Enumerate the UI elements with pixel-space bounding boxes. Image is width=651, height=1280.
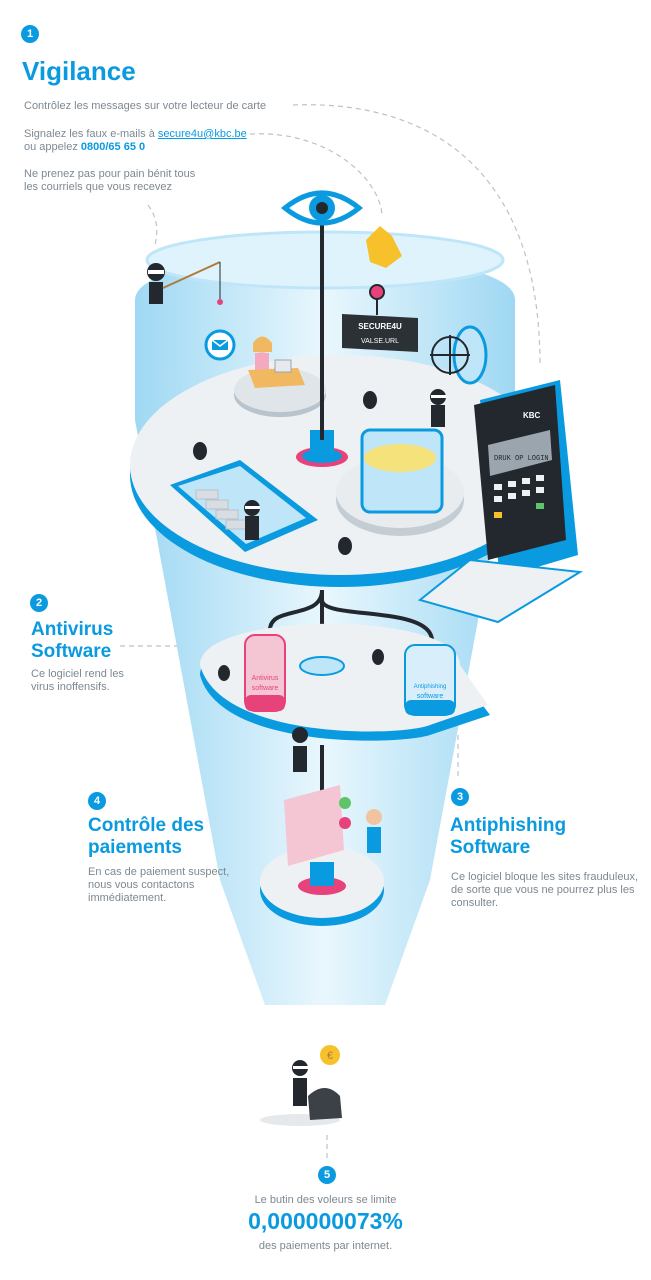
or-call-text: ou appelez [24, 141, 78, 153]
step-5-badge: 5 [318, 1166, 336, 1184]
antiphishing-desc-3: consulter. [451, 897, 499, 909]
step-3-badge: 3 [451, 788, 469, 806]
vigilance-title: Vigilance [22, 56, 136, 86]
antivirus-title-2: Software [31, 641, 112, 662]
woman-at-desk [248, 336, 305, 388]
vigilance-report: Signalez les faux e-mails à secure4u@kbc… [24, 128, 247, 141]
lower-platform [260, 785, 384, 926]
payment-title-2: paiements [88, 837, 182, 858]
secure4u-sign: SECURE4U VALSE.URL [342, 284, 418, 352]
payment-desc-3: immédiatement. [88, 892, 167, 904]
svg-text:VALSE.URL: VALSE.URL [361, 338, 399, 345]
phone-number: 0800/65 65 0 [80, 141, 146, 153]
svg-text:DRUK OP LOGIN: DRUK OP LOGIN [494, 455, 549, 463]
report-prefix: Signalez les faux e-mails à [24, 128, 155, 140]
step-2-badge: 2 [30, 594, 48, 612]
antiphishing-title-1: Antiphishing [450, 815, 567, 836]
antiphishing-desc-1: Ce logiciel bloque les sites frauduleux, [451, 871, 639, 883]
step-1-badge: 1 [21, 25, 39, 43]
thief-fishing [147, 261, 223, 305]
svg-text:€: € [327, 1050, 333, 1062]
svg-text:Antiphishing: Antiphishing [414, 684, 447, 690]
loot-line-2: des paiements par internet. [258, 1240, 393, 1252]
thief-hanging [292, 727, 308, 772]
payment-desc-1: En cas de paiement suspect, [88, 866, 230, 878]
antivirus-title-1: Antivirus [31, 619, 114, 640]
svg-text:SECURE4U: SECURE4U [358, 322, 402, 331]
card-reader: KBC DRUK OP LOGIN [417, 380, 584, 624]
antiphishing-title-2: Software [450, 837, 531, 858]
svg-text:KBC: KBC [523, 411, 541, 420]
thief-with-bag: € [260, 1045, 342, 1126]
mail-bubble-icon [204, 329, 236, 361]
loot-percentage: 0,000000073% [248, 1208, 403, 1234]
svg-text:software: software [252, 685, 279, 692]
thief-right [430, 389, 446, 427]
svg-text:Antivirus: Antivirus [252, 675, 279, 682]
eye-icon [281, 190, 363, 226]
middle-platform: Antivirus software Antiphishing software [200, 623, 490, 741]
thief-stairs [244, 500, 260, 540]
virus-bugs [193, 391, 377, 555]
payment-desc-2: nous vous contactons [88, 879, 195, 891]
antivirus-desc-1: Ce logiciel rend les [31, 668, 124, 680]
vigilance-line-3a: Ne prenez pas pour pain bénit tous [24, 168, 196, 180]
svg-text:software: software [417, 693, 444, 700]
vigilance-call: ou appelez 0800/65 65 0 [24, 141, 145, 154]
vigilance-line-1: Contrôlez les messages sur votre lecteur… [24, 100, 267, 112]
vigilance-line-3b: les courriels que vous recevez [24, 181, 172, 193]
step-4-badge: 4 [88, 792, 106, 810]
loot-line-1: Le butin des voleurs se limite [254, 1194, 397, 1206]
antiphishing-desc-2: de sorte que vous ne pourrez plus les [451, 884, 635, 896]
crosshair-icon [430, 325, 488, 385]
payment-title-1: Contrôle des [88, 815, 205, 836]
report-email-link[interactable]: secure4u@kbc.be [157, 128, 247, 140]
antivirus-desc-2: virus inoffensifs. [31, 681, 110, 693]
